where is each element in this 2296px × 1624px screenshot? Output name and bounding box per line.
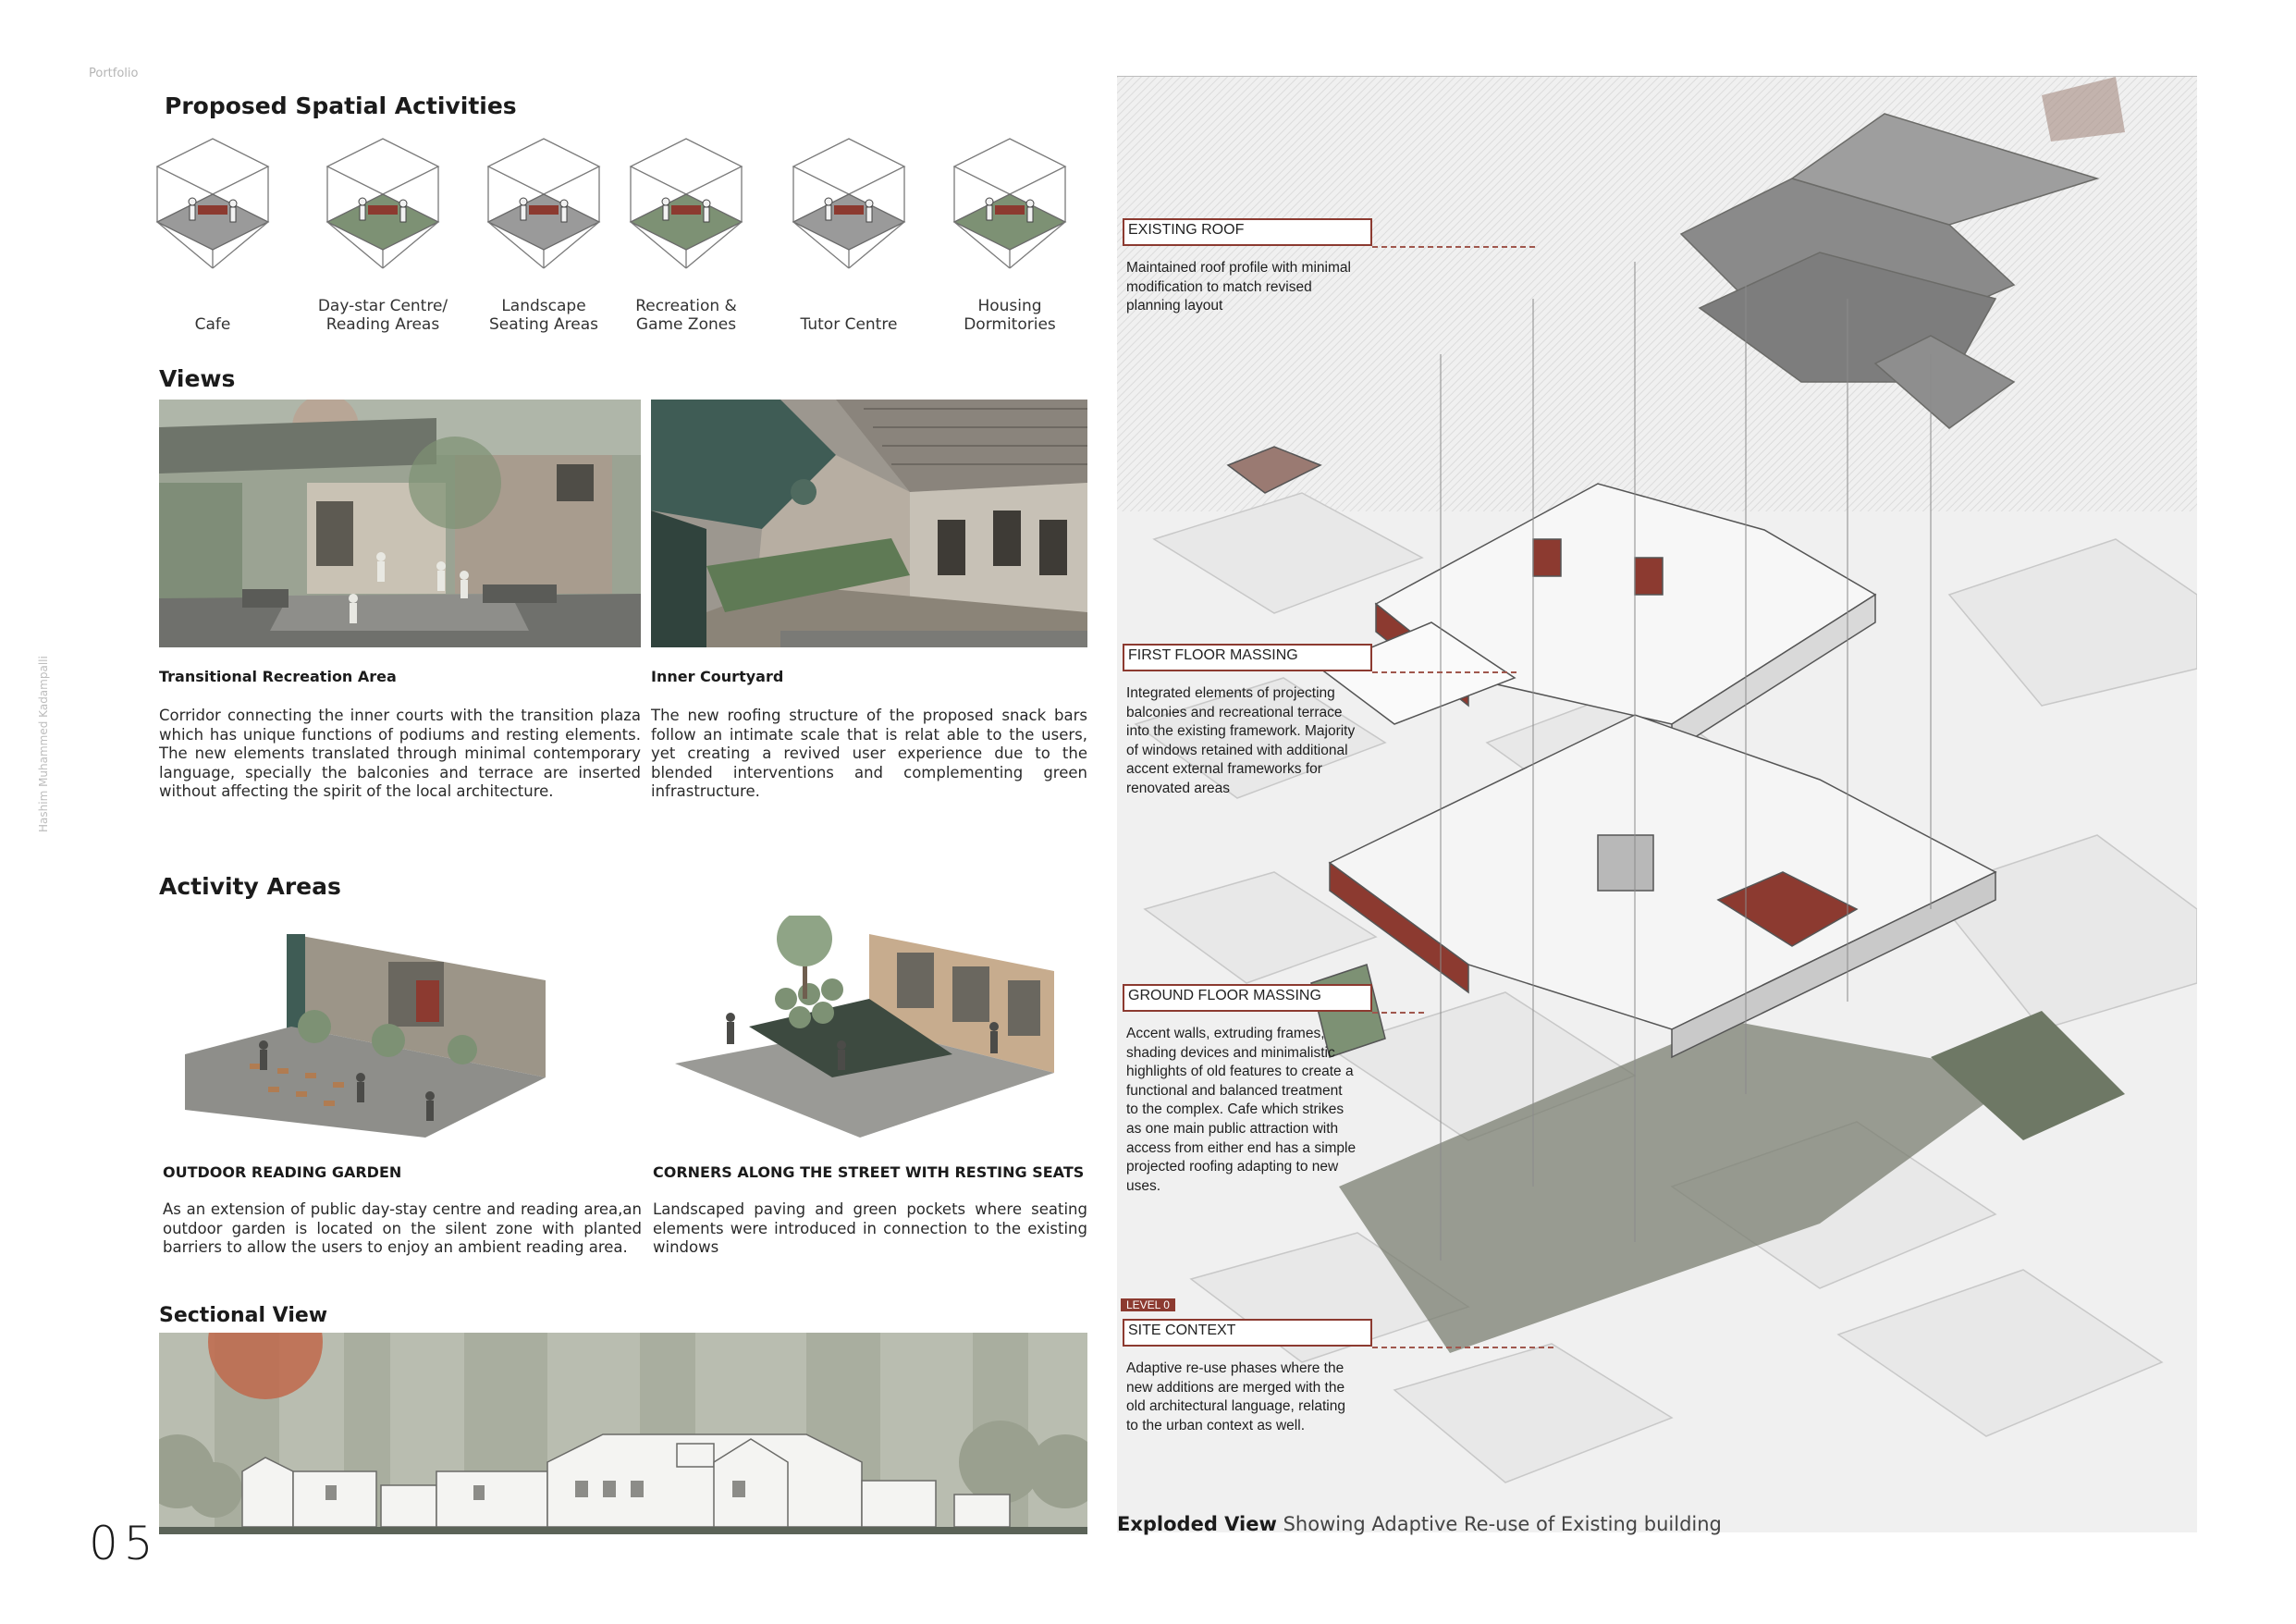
housing-icon bbox=[952, 138, 1067, 269]
views-title: Views bbox=[159, 365, 236, 392]
portfolio-tag: Portfolio bbox=[89, 67, 139, 80]
level-tag: LEVEL 0 bbox=[1121, 1298, 1175, 1311]
spatial-activity-label: Tutor Centre bbox=[800, 315, 898, 334]
outdoor-reading-garden-title: OUTDOOR READING GARDEN bbox=[163, 1163, 402, 1181]
spatial-activity-label: Day-star Centre/ Reading Areas bbox=[317, 297, 448, 334]
spatial-activity-1: Day-star Centre/ Reading Areas bbox=[309, 129, 457, 334]
spatial-activity-label: Landscape Seating Areas bbox=[488, 297, 598, 334]
transitional-recreation-render bbox=[159, 400, 641, 647]
callout-leader-line bbox=[1372, 1347, 1553, 1348]
outdoor-reading-garden-render bbox=[185, 925, 555, 1147]
spatial-activity-2: Landscape Seating Areas bbox=[470, 129, 618, 334]
spatial-activity-label: Housing Dormitories bbox=[964, 297, 1056, 334]
exploded-caption-bold: Exploded View bbox=[1117, 1513, 1277, 1535]
tutor-centre-icon bbox=[792, 138, 906, 269]
spatial-activity-4: Tutor Centre bbox=[775, 129, 923, 334]
sectional-view-title: Sectional View bbox=[159, 1304, 328, 1327]
callout-leader-line bbox=[1372, 1012, 1424, 1014]
inner-courtyard-text: The new roofing structure of the propose… bbox=[651, 707, 1087, 800]
outdoor-reading-garden-text: As an extension of public day-stay centr… bbox=[163, 1200, 642, 1256]
street-corner-render bbox=[675, 911, 1063, 1147]
spatial-activity-label: Recreation & Game Zones bbox=[635, 297, 737, 334]
street-corners-text: Landscaped paving and green pockets wher… bbox=[653, 1200, 1087, 1256]
spatial-activity-label: Cafe bbox=[194, 315, 231, 334]
page-number: 05 bbox=[89, 1517, 159, 1570]
activity-areas-title: Activity Areas bbox=[159, 873, 341, 900]
callout-text-1: Integrated elements of projecting balcon… bbox=[1126, 685, 1356, 796]
street-corners-title: CORNERS ALONG THE STREET WITH RESTING SE… bbox=[653, 1163, 1085, 1181]
inner-courtyard-title: Inner Courtyard bbox=[651, 668, 784, 685]
callout-leader-line bbox=[1372, 246, 1535, 248]
spatial-activity-0: Cafe bbox=[139, 129, 287, 334]
callout-text-2: Accent walls, extruding frames, shading … bbox=[1126, 1026, 1357, 1194]
callout-text-0: Maintained roof profile with minimal mod… bbox=[1126, 260, 1351, 314]
exploded-view-caption: Exploded View Showing Adaptive Re-use of… bbox=[1117, 1513, 1722, 1535]
callout-label-3: SITE CONTEXT bbox=[1123, 1319, 1372, 1347]
sectional-view-drawing bbox=[159, 1333, 1087, 1534]
spatial-activity-3: Recreation & Game Zones bbox=[612, 129, 760, 334]
reading-area-icon bbox=[325, 138, 440, 269]
exploded-view-frame bbox=[1117, 76, 2197, 1532]
recreation-icon bbox=[629, 138, 743, 269]
transitional-recreation-title: Transitional Recreation Area bbox=[159, 668, 397, 685]
transitional-recreation-text: Corridor connecting the inner courts wit… bbox=[159, 707, 641, 800]
spatial-activities-title: Proposed Spatial Activities bbox=[165, 92, 517, 119]
callout-text-3: Adaptive re-use phases where the new add… bbox=[1126, 1360, 1345, 1433]
spatial-activity-5: Housing Dormitories bbox=[936, 129, 1084, 334]
callout-label-2: GROUND FLOOR MASSING bbox=[1123, 984, 1372, 1012]
callout-label-0: EXISTING ROOF bbox=[1123, 218, 1372, 246]
inner-courtyard-render bbox=[651, 400, 1087, 647]
cafe-icon bbox=[155, 138, 270, 269]
landscape-seating-icon bbox=[486, 138, 601, 269]
author-vertical: Hashim Muhammed Kadampalli bbox=[37, 656, 50, 832]
callout-label-1: FIRST FLOOR MASSING bbox=[1123, 644, 1372, 671]
callout-leader-line bbox=[1372, 671, 1516, 673]
exploded-caption-rest: Showing Adaptive Re-use of Existing buil… bbox=[1276, 1513, 1722, 1535]
